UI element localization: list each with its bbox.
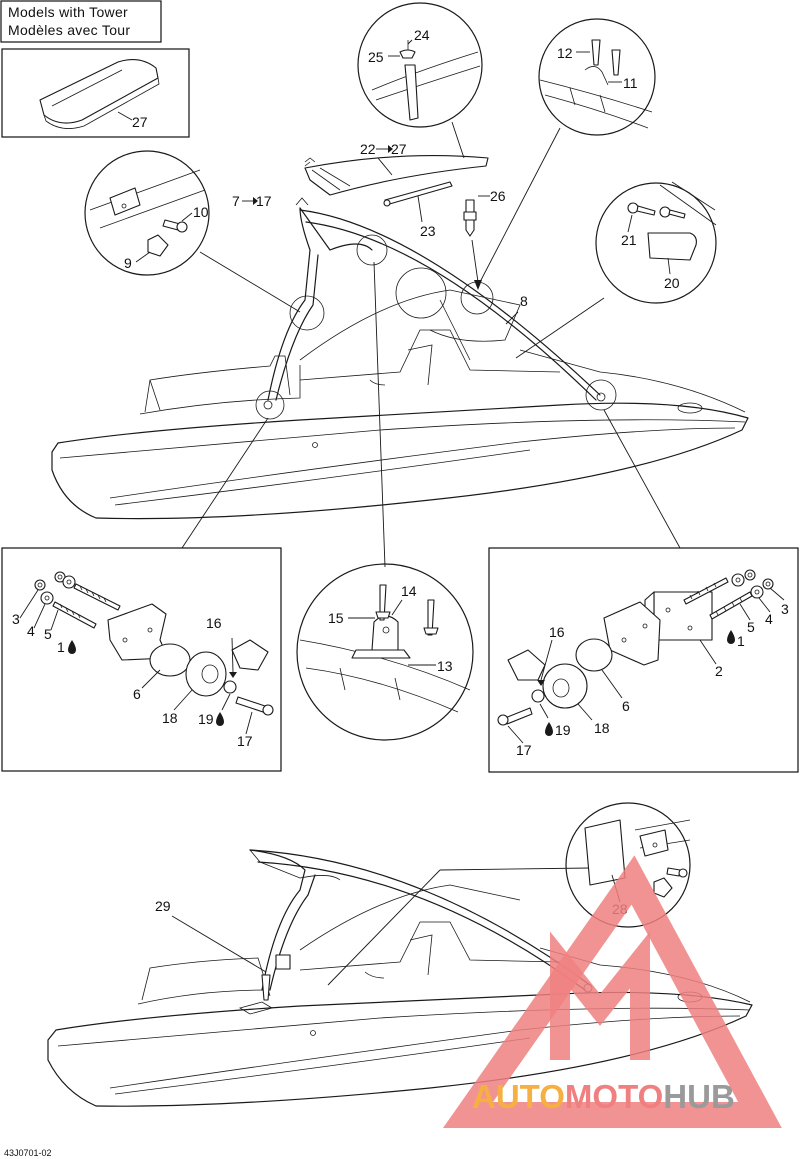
detail-circle-24-25: 24 25 <box>357 2 483 159</box>
callout-8: 8 <box>520 293 528 309</box>
detail-circle-11-12: 12 11 <box>479 18 656 283</box>
callout-19-left: 19 <box>198 711 214 727</box>
callout-13: 13 <box>437 658 453 674</box>
detail-box-right-mount: 16 3 4 5 1 2 6 18 19 17 <box>488 547 799 773</box>
cushion-detail-box: 27 <box>1 48 190 138</box>
callout-6-left: 6 <box>133 686 141 702</box>
callout-17-left: 17 <box>237 733 253 749</box>
watermark-logo: AUTOMOTOHUB <box>442 855 782 1128</box>
callout-22-27: 22 27 <box>360 141 407 176</box>
watermark-m-icon <box>550 931 650 1060</box>
callout-14: 14 <box>401 583 417 599</box>
callout-24: 24 <box>414 27 430 43</box>
callout-26: 26 <box>490 188 506 204</box>
watermark-text-moto: MOTO <box>565 1078 663 1115</box>
boat-side-view-top <box>51 197 749 520</box>
svg-text:7: 7 <box>232 193 240 209</box>
callout-25: 25 <box>368 49 384 65</box>
sealant-drop-icon <box>68 640 76 654</box>
callout-11: 11 <box>623 75 638 91</box>
detail-circle-9-10: 10 9 <box>84 150 301 313</box>
sealant-drop-icon <box>216 712 224 726</box>
callout-9: 9 <box>124 255 132 271</box>
callout-7-17: 7 17 <box>232 193 272 209</box>
callout-16-left: 16 <box>206 615 222 631</box>
callout-15: 15 <box>328 610 344 626</box>
svg-text:22: 22 <box>360 141 376 157</box>
callout-18-left: 18 <box>162 710 178 726</box>
callout-18-right: 18 <box>594 720 610 736</box>
svg-text:AUTOMOTOHUB: AUTOMOTOHUB <box>472 1078 735 1115</box>
tower-top-parts: 23 26 22 27 <box>304 141 506 290</box>
watermark-text-auto: AUTO <box>472 1078 565 1115</box>
callout-29: 29 <box>155 898 171 914</box>
sealant-drop-icon <box>727 630 735 644</box>
title-line-2: Modèles avec Tour <box>8 22 130 38</box>
callout-3-left: 3 <box>12 611 20 627</box>
title-box: Models with Tower Modèles avec Tour <box>0 0 162 43</box>
callout-16-right: 16 <box>549 624 565 640</box>
callout-20: 20 <box>664 275 680 291</box>
detail-circle-13-15: 14 15 13 <box>296 563 474 741</box>
callout-4-left: 4 <box>27 623 35 639</box>
callout-27: 27 <box>132 114 148 130</box>
callout-3-right: 3 <box>781 601 789 617</box>
callout-10: 10 <box>193 204 209 220</box>
callout-21: 21 <box>621 232 637 248</box>
callout-1-left: 1 <box>57 639 65 655</box>
detail-circle-20-21: 21 20 <box>515 181 717 359</box>
callout-19-right: 19 <box>555 722 571 738</box>
callout-6-right: 6 <box>622 698 630 714</box>
callout-12: 12 <box>557 45 573 61</box>
callout-4-right: 4 <box>765 611 773 627</box>
title-line-1: Models with Tower <box>8 4 128 20</box>
detail-box-left-mount: 3 4 5 1 6 18 16 19 17 <box>1 547 282 772</box>
sealant-drop-icon <box>545 722 553 736</box>
callout-2: 2 <box>715 663 723 679</box>
callout-5-left: 5 <box>44 626 52 642</box>
drawing-code: 43J0701-02 <box>4 1148 52 1158</box>
callout-17-right: 17 <box>516 742 532 758</box>
callout-23: 23 <box>420 223 436 239</box>
svg-text:27: 27 <box>391 141 407 157</box>
watermark-text-hub: HUB <box>663 1078 735 1115</box>
svg-text:17: 17 <box>256 193 272 209</box>
callout-1-right: 1 <box>737 633 745 649</box>
callout-5-right: 5 <box>747 619 755 635</box>
